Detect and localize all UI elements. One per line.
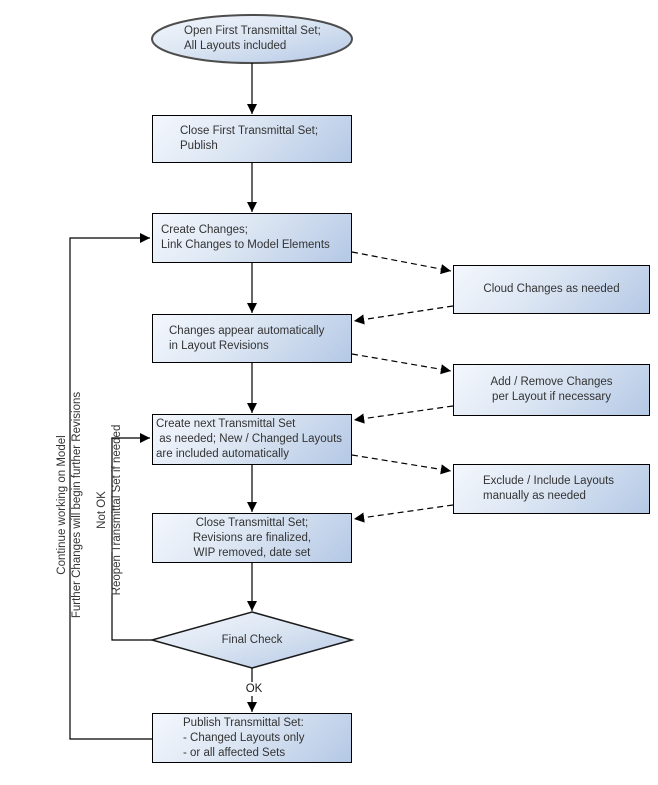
label-not-ok-loop: Not OK Reopen Transmittal Set if needed: [95, 395, 125, 625]
node-changes-appear: Changes appear automatically in Layout R…: [152, 314, 352, 363]
node-start: Open First Transmittal Set; All Layouts …: [184, 24, 349, 54]
node-close-first-text: Publish: [180, 140, 218, 152]
node-create-next-text: Create next Transmittal Set: [156, 418, 296, 430]
node-exclude-include-text: Exclude / Include Layouts: [483, 475, 615, 487]
node-final-check-text: Final Check: [221, 633, 283, 646]
connector-cloud-to-changes-appear: [353, 305, 454, 325]
node-close-first-text: Close First Transmittal Set;: [180, 125, 319, 137]
connector-create-changes-to-cloud: [351, 251, 452, 275]
node-create-changes-text: Link Changes to Model Elements: [161, 239, 330, 251]
node-final-check: Final Check: [192, 632, 312, 648]
connector-create-next-to-exclude: [351, 454, 452, 475]
node-publish-set-text: - or all affected Sets: [183, 746, 286, 759]
label-not-ok-line2: Reopen Transmittal Set if needed: [111, 424, 123, 596]
label-continue-line2: Further Changes will begin further Revis…: [71, 391, 83, 619]
node-exclude-include-layouts: Exclude / Include Layouts manually as ne…: [453, 464, 650, 514]
node-cloud-changes: Cloud Changes as needed: [453, 265, 650, 314]
node-add-remove-text: Add / Remove Changes: [490, 376, 613, 388]
node-changes-appear-text: Changes appear automatically: [169, 324, 325, 337]
label-continue-line1: Continue working on Model: [56, 435, 68, 575]
node-publish-set: Publish Transmittal Set: - Changed Layou…: [152, 713, 352, 763]
node-cloud-changes-text: Cloud Changes as needed: [483, 283, 620, 295]
node-add-remove-changes: Add / Remove Changes per Layout if neces…: [453, 364, 650, 416]
node-create-next-text: are included automatically: [156, 448, 289, 460]
loop-continue-working: [69, 232, 152, 740]
node-create-changes: Create Changes; Link Changes to Model El…: [152, 213, 352, 263]
node-close-set-text: WIP removed, date set: [193, 546, 311, 559]
node-exclude-include-text: manually as needed: [483, 490, 586, 502]
node-close-set: Close Transmittal Set; Revisions are fin…: [152, 513, 352, 563]
node-create-next-text: as needed; New / Changed Layouts: [156, 433, 343, 445]
connector-exclude-to-close-set: [353, 504, 454, 523]
node-changes-appear-text: in Layout Revisions: [169, 339, 269, 352]
node-publish-set-text: Publish Transmittal Set:: [183, 716, 304, 729]
node-start-text: All Layouts included: [184, 40, 287, 52]
node-add-remove-text: per Layout if necessary: [492, 391, 611, 403]
node-create-next-set: Create next Transmittal Set as needed; N…: [152, 414, 352, 465]
node-publish-set-text: - Changed Layouts only: [183, 731, 305, 744]
label-not-ok-line1: Not OK: [96, 491, 108, 529]
node-create-changes-text: Create Changes;: [161, 224, 248, 236]
node-start-text: Open First Transmittal Set;: [184, 25, 321, 37]
label-continue-loop: Continue working on Model Further Change…: [55, 360, 85, 650]
node-close-set-text: Revisions are finalized,: [192, 531, 312, 544]
loop-not-ok: [111, 432, 152, 641]
node-close-set-text: Close Transmittal Set;: [195, 516, 309, 529]
connector-changes-appear-to-add-remove: [351, 353, 452, 375]
connector-add-remove-to-create-next: [353, 405, 454, 424]
label-ok: OK: [240, 682, 268, 696]
node-close-first-set: Close First Transmittal Set; Publish: [152, 115, 352, 163]
